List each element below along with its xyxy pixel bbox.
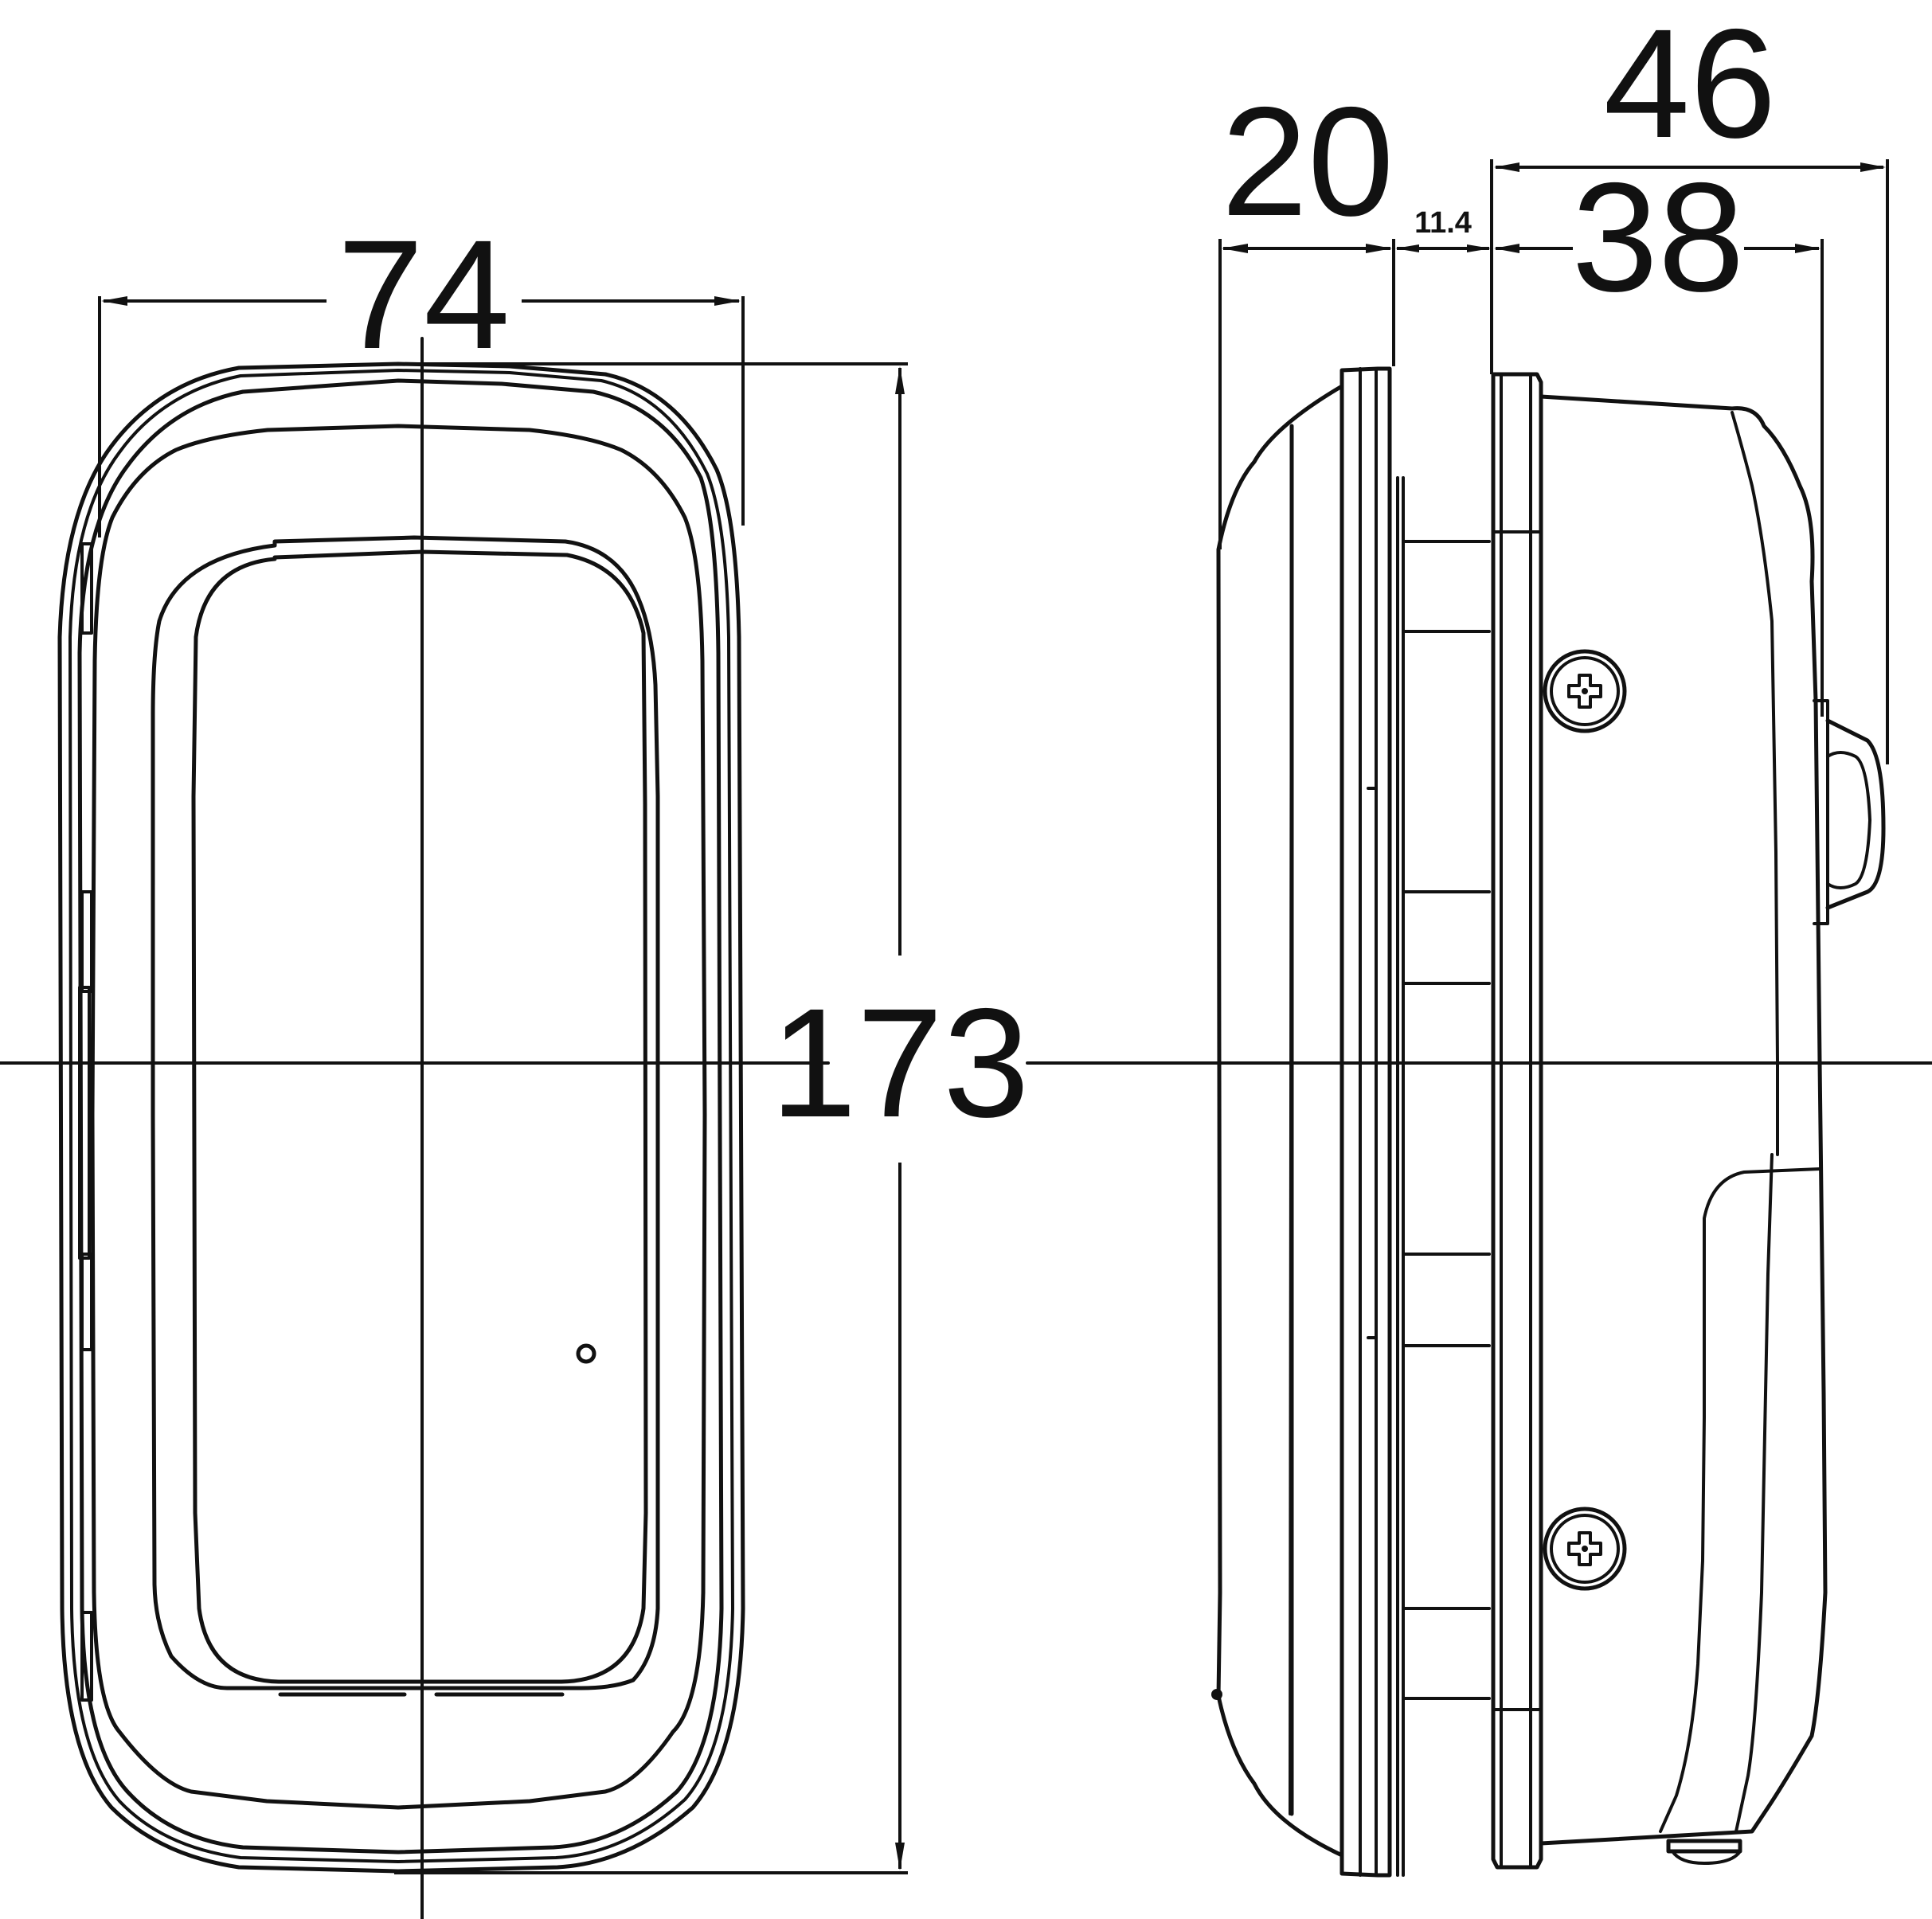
side-gasket bbox=[1396, 476, 1491, 1877]
flange-arrow-right bbox=[1467, 244, 1491, 252]
side-lens-dome bbox=[1216, 384, 1344, 1858]
total-depth-label: 46 bbox=[1604, 0, 1777, 170]
height-arrow-bottom bbox=[895, 1843, 905, 1870]
front-outer-housing bbox=[57, 362, 745, 1874]
dimension-flange: 11.4 bbox=[1395, 206, 1491, 252]
side-housing-lower-contour bbox=[1659, 1167, 1821, 1833]
front-mount-tab-1 bbox=[80, 542, 93, 635]
body-depth-arrow-left bbox=[1494, 244, 1519, 253]
side-lens-step bbox=[1367, 787, 1378, 1339]
side-lens-flange bbox=[1339, 366, 1392, 1878]
dimension-total-depth: 46 bbox=[1494, 0, 1889, 764]
width-arrow-left bbox=[101, 296, 127, 306]
flange-label: 11.4 bbox=[1414, 206, 1472, 240]
side-housing-inner-contour bbox=[1731, 411, 1779, 1156]
front-mount-tab-4 bbox=[80, 1253, 93, 1351]
dimension-height: 173 bbox=[394, 362, 1030, 1874]
side-housing-body bbox=[1539, 394, 1828, 1846]
dimension-body-depth: 38 bbox=[1490, 150, 1824, 717]
lens-depth-arrow-left bbox=[1222, 244, 1248, 253]
side-connector-inner bbox=[1826, 751, 1871, 889]
side-screw-lower bbox=[1543, 1507, 1627, 1591]
body-depth-arrow-right bbox=[1795, 244, 1821, 253]
side-bottom-foot bbox=[1666, 1839, 1742, 1854]
front-mount-tab-2 bbox=[80, 890, 93, 993]
dimension-width: 74 bbox=[98, 208, 745, 537]
dimension-lens-depth: 20 bbox=[1218, 75, 1395, 549]
front-rim bbox=[77, 378, 724, 1855]
side-view bbox=[1211, 366, 1886, 1878]
front-mount-tab-5 bbox=[80, 1611, 93, 1702]
side-mounting-plate bbox=[1491, 372, 1543, 1870]
lens-depth-label: 20 bbox=[1222, 75, 1394, 248]
width-dimension-label: 74 bbox=[338, 208, 510, 381]
height-arrow-top bbox=[895, 366, 905, 394]
side-bottom-foot-lip bbox=[1671, 1850, 1742, 1865]
width-arrow-right bbox=[714, 296, 741, 306]
side-mounting-plate-inner bbox=[1492, 373, 1543, 1869]
side-lens-tip-dot bbox=[1211, 1689, 1222, 1700]
body-depth-label: 38 bbox=[1572, 150, 1745, 324]
lens-depth-arrow-right bbox=[1366, 244, 1392, 253]
side-lens-inner-line bbox=[1289, 424, 1293, 1815]
front-inner-window bbox=[191, 549, 648, 1684]
side-lens-flange-inner bbox=[1359, 367, 1378, 1877]
front-lens bbox=[151, 535, 660, 1690]
front-outer-housing-inner bbox=[68, 369, 734, 1863]
front-indicator-dot bbox=[576, 1343, 596, 1364]
flange-arrow-left bbox=[1395, 244, 1419, 252]
total-depth-arrow-right bbox=[1860, 162, 1886, 172]
height-dimension-label: 173 bbox=[770, 976, 1029, 1150]
front-bezel bbox=[90, 424, 707, 1810]
side-connector-boss bbox=[1825, 718, 1886, 910]
side-housing-outer-contour bbox=[1734, 1153, 1774, 1833]
front-mount-tab-3 bbox=[78, 986, 91, 1260]
total-depth-arrow-left bbox=[1494, 162, 1519, 172]
side-screw-upper bbox=[1543, 649, 1627, 733]
front-view bbox=[57, 337, 745, 1919]
